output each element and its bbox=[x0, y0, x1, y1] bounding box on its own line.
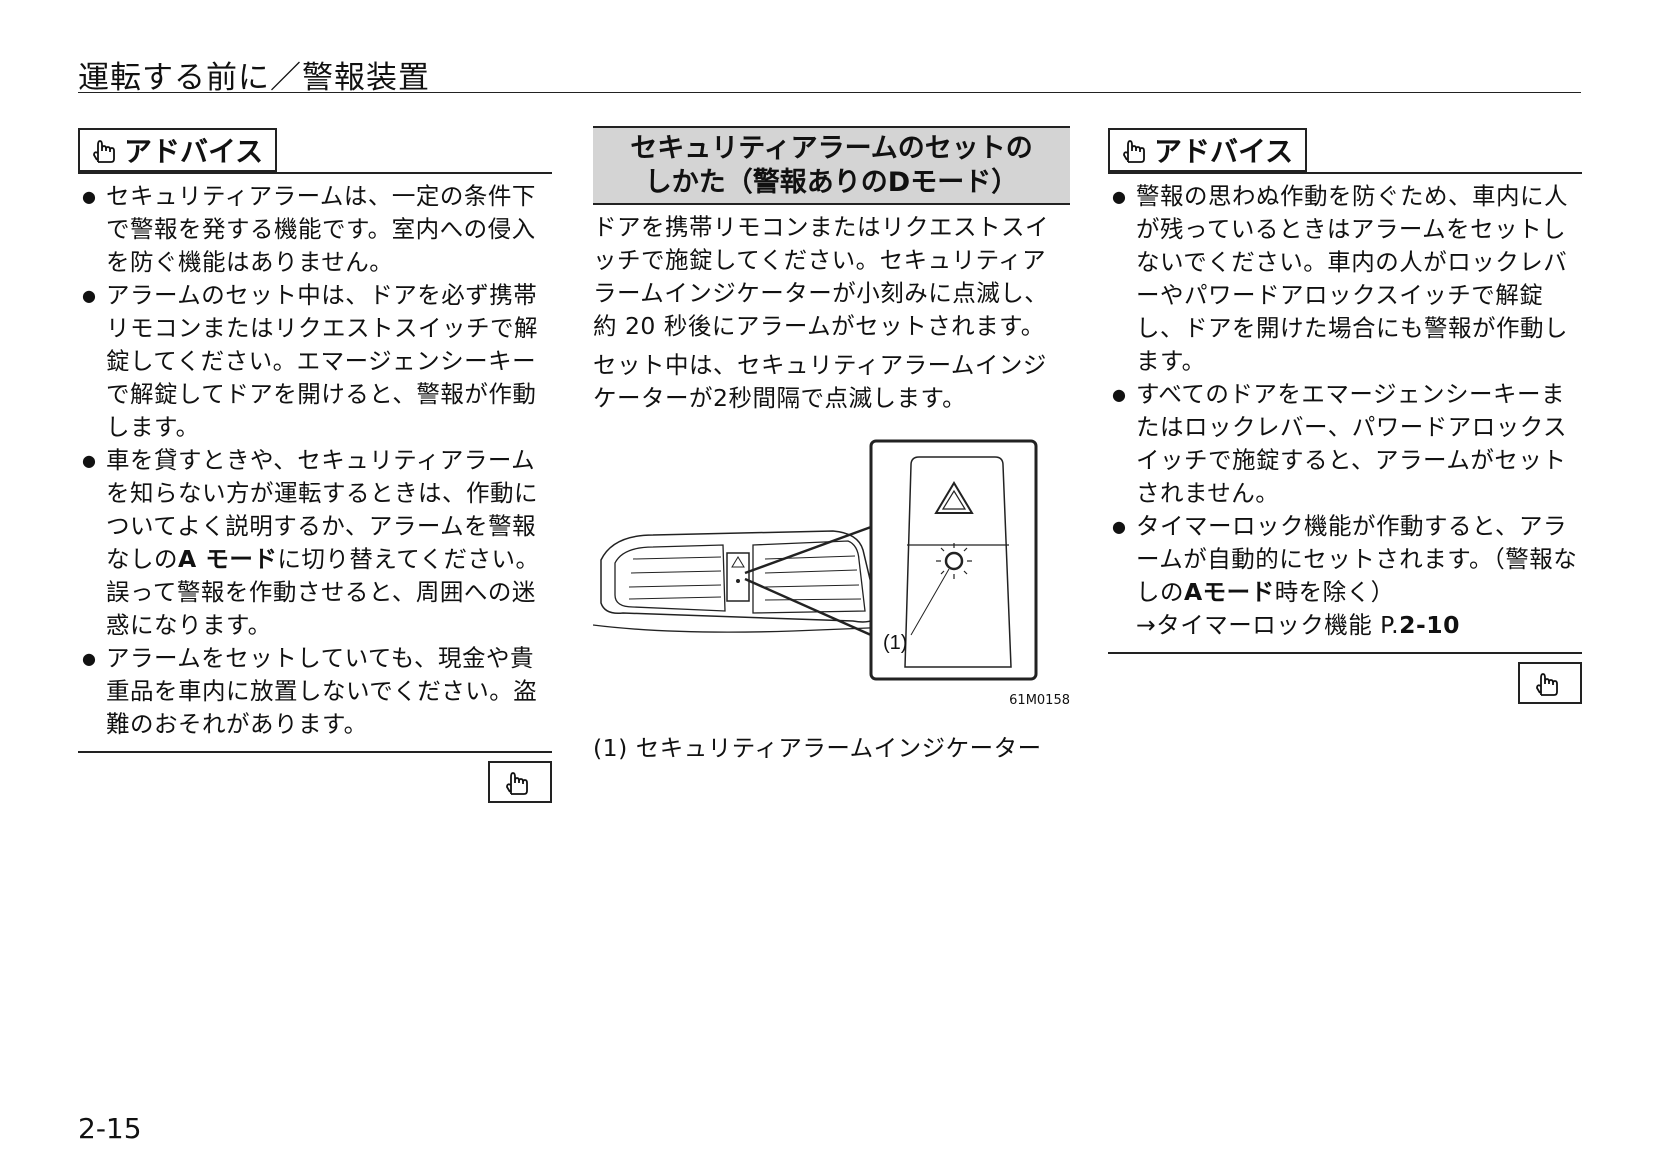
section-title-line2: しかた（警報ありのDモード） bbox=[644, 167, 1019, 198]
pointing-hand-icon bbox=[503, 767, 533, 797]
list-item-text: 時を除く） bbox=[1274, 578, 1395, 606]
figure-caption: (1) セキュリティアラームインジケーター bbox=[593, 734, 1042, 762]
left-advice-list: セキュリティアラームは、一定の条件下で警報を発する機能です。室内への侵入を防ぐ機… bbox=[78, 180, 552, 741]
list-item-text: に切り替えてください。誤って警報を作動させると、周囲への迷惑になります。 bbox=[106, 545, 540, 639]
pointing-hand-icon bbox=[90, 135, 120, 165]
advice-end-rule bbox=[1108, 652, 1582, 704]
section-block: セキュリティアラームのセットの しかた（警報ありのDモード） ドアを携帯リモコン… bbox=[592, 126, 1070, 763]
advice-label: アドバイス bbox=[1154, 135, 1294, 168]
advice-label-box: アドバイス bbox=[1108, 128, 1308, 172]
list-item-text: 車を貸すときや、セキュリティアラームを知らない方が運転するときは、作動についてよ… bbox=[106, 446, 538, 573]
right-advice-list: 警報の思わぬ作動を防ぐため、車内に人が残っているときはアラームをセットしないでく… bbox=[1108, 180, 1582, 642]
dashboard-illustration: (1) bbox=[592, 439, 1038, 681]
alarm-indicator-figure: (1) 61M0158 bbox=[592, 435, 1070, 715]
section-paragraph-1: ドアを携帯リモコンまたはリクエストスイッチで施錠してください。セキュリティアラー… bbox=[593, 213, 1049, 340]
advice-heading: アドバイス bbox=[78, 126, 552, 174]
pointing-hand-icon bbox=[1533, 668, 1563, 698]
list-item: タイマーロック機能が作動すると、アラームが自動的にセットされます。（警報なしのA… bbox=[1108, 510, 1582, 642]
header-rule bbox=[78, 92, 1581, 93]
cross-reference-page: 2-10 bbox=[1399, 611, 1460, 639]
section-paragraph-2: セット中は、セキュリティアラームインジケーターが2秒間隔で点滅します。 bbox=[593, 351, 1047, 412]
mode-keyword: Aモード bbox=[1184, 578, 1275, 606]
right-advice-block: アドバイス 警報の思わぬ作動を防ぐため、車内に人が残っているときはアラームをセッ… bbox=[1108, 126, 1582, 704]
cross-reference: →タイマーロック機能 P. bbox=[1136, 611, 1400, 639]
advice-label-box: アドバイス bbox=[78, 128, 278, 172]
advice-end-rule bbox=[78, 751, 552, 803]
left-advice-block: アドバイス セキュリティアラームは、一定の条件下で警報を発する機能です。室内への… bbox=[78, 126, 552, 803]
figure-code: 61M0158 bbox=[1009, 693, 1070, 708]
list-item: アラームのセット中は、ドアを必ず携帯リモコンまたはリクエストスイッチで解錠してく… bbox=[78, 279, 552, 444]
list-item: セキュリティアラームは、一定の条件下で警報を発する機能です。室内への侵入を防ぐ機… bbox=[78, 180, 552, 279]
page-number: 2-15 bbox=[78, 1112, 142, 1145]
list-item: すべてのドアをエマージェンシーキーまたはロックレバー、パワードアロックスイッチで… bbox=[1108, 378, 1582, 510]
mode-keyword: A モード bbox=[178, 545, 278, 573]
figure-callout-label: (1) bbox=[883, 632, 907, 654]
advice-label: アドバイス bbox=[124, 135, 264, 168]
section-title: セキュリティアラームのセットの しかた（警報ありのDモード） bbox=[593, 126, 1070, 205]
list-item-text: タイマーロック機能が作動すると、アラームが自動的にセットされます。（警報なしの bbox=[1136, 512, 1578, 606]
list-item: 車を貸すときや、セキュリティアラームを知らない方が運転するときは、作動についてよ… bbox=[78, 444, 552, 642]
list-item: 警報の思わぬ作動を防ぐため、車内に人が残っているときはアラームをセットしないでく… bbox=[1108, 180, 1582, 378]
pointing-hand-icon bbox=[1120, 135, 1150, 165]
page-header-title: 運転する前に／警報装置 bbox=[78, 60, 430, 96]
section-title-line1: セキュリティアラームのセットの bbox=[630, 133, 1033, 164]
advice-end-box bbox=[488, 761, 552, 803]
advice-heading: アドバイス bbox=[1108, 126, 1582, 174]
list-item: アラームをセットしていても、現金や貴重品を車内に放置しないでください。盗難のおそ… bbox=[78, 642, 552, 741]
advice-end-box bbox=[1518, 662, 1582, 704]
